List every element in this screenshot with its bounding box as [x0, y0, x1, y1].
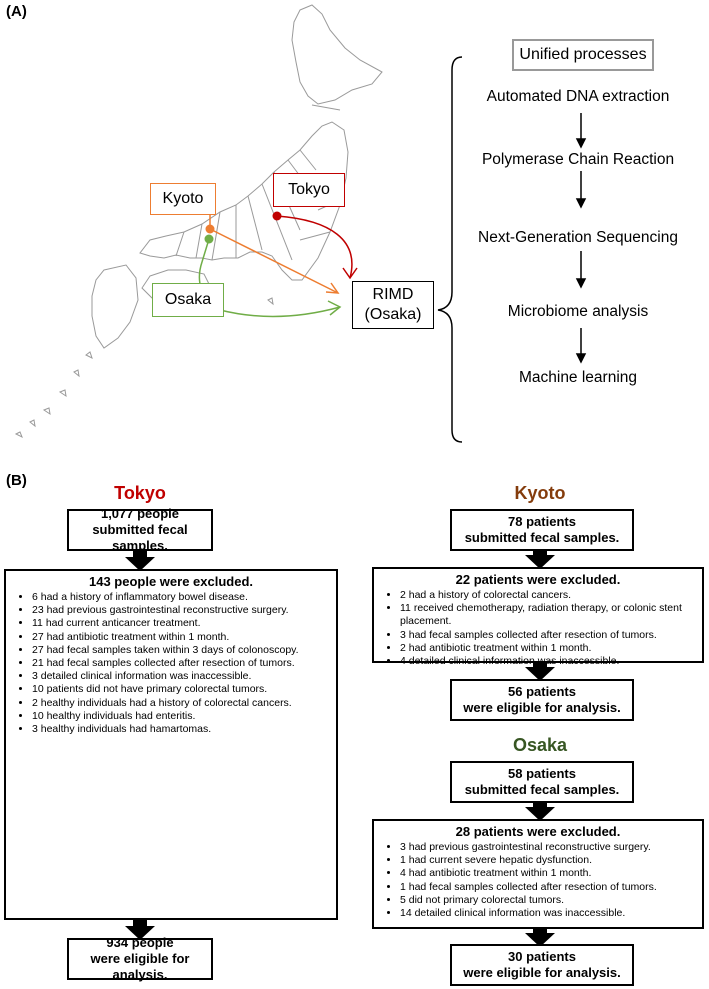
list-item: 3 had fecal samples collected after rese… [400, 629, 696, 642]
list-item: 23 had previous gastrointestinal reconst… [32, 604, 330, 617]
osaka-submitted-text: submitted fecal samples. [464, 782, 620, 797]
kyoto-arrow [209, 228, 339, 294]
osaka-eligible-box: 30 patients were eligible for analysis. [450, 944, 634, 986]
osaka-excluded-list: 3 had previous gastrointestinal reconstr… [380, 841, 696, 920]
tokyo-eligible-count: 934 people [106, 935, 174, 950]
list-item: 21 had fecal samples collected after res… [32, 657, 330, 670]
list-item: 2 had a history of colorectal cancers. [400, 589, 696, 602]
kyoto-title: Kyoto [514, 483, 566, 503]
osaka-excluded-box: 28 patients were excluded. 3 had previou… [372, 819, 704, 929]
brace [437, 56, 463, 443]
osaka-title: Osaka [512, 735, 568, 755]
kyoto-submitted-box: 78 patients submitted fecal samples. [450, 509, 634, 551]
list-item: 27 had fecal samples taken within 3 days… [32, 644, 330, 657]
list-item: 3 detailed clinical information was inac… [32, 670, 330, 683]
list-item: 1 had current severe hepatic dysfunction… [400, 854, 696, 867]
tokyo-arrow [276, 215, 353, 279]
tokyo-excluded-title: 143 people were excluded. [88, 574, 254, 589]
kyoto-excluded-list: 2 had a history of colorectal cancers. 1… [380, 589, 696, 668]
list-item: 11 had current anticancer treatment. [32, 617, 330, 630]
list-item: 2 healthy individuals had a history of c… [32, 697, 330, 710]
step-machine-learning: Machine learning [518, 369, 638, 386]
list-item: 3 healthy individuals had hamartomas. [32, 723, 330, 736]
list-item: 1 had fecal samples collected after rese… [400, 881, 696, 894]
panel-a-label: (A) [6, 3, 27, 20]
panel-b-label: (B) [6, 472, 27, 489]
tokyo-submitted-text: submitted fecal samples. [92, 522, 188, 553]
kyoto-excluded-box: 22 patients were excluded. 2 had a histo… [372, 567, 704, 667]
step-dna-extraction: Automated DNA extraction [486, 88, 670, 105]
list-item: 2 had antibiotic treatment within 1 mont… [400, 642, 696, 655]
list-item: 3 had previous gastrointestinal reconstr… [400, 841, 696, 854]
list-item: 5 did not primary colorectal tumors. [400, 894, 696, 907]
list-item: 10 patients did not have primary colorec… [32, 683, 330, 696]
kyoto-excluded-title: 22 patients were excluded. [455, 572, 621, 587]
kyoto-eligible-count: 56 patients [508, 684, 576, 699]
rimd-name: RIMD [372, 286, 414, 303]
tokyo-submitted-box: 1,077 people submitted fecal samples. [67, 506, 213, 553]
rimd-location: (Osaka) [364, 306, 422, 323]
osaka-label-box: Osaka [152, 283, 224, 317]
step-ngs: Next-Generation Sequencing [478, 229, 678, 246]
osaka-submitted-count: 58 patients [508, 766, 576, 781]
tokyo-excluded-box: 143 people were excluded. 6 had a histor… [4, 569, 338, 920]
list-item: 27 had antibiotic treatment within 1 mon… [32, 631, 330, 644]
osaka-eligible-count: 30 patients [508, 949, 576, 964]
list-item: 6 had a history of inflammatory bowel di… [32, 591, 330, 604]
kyoto-submitted-text: submitted fecal samples. [464, 530, 620, 545]
tokyo-submitted-count: 1,077 people [100, 506, 180, 521]
kyoto-submitted-count: 78 patients [508, 514, 576, 529]
list-item: 4 had antibiotic treatment within 1 mont… [400, 867, 696, 880]
osaka-excluded-title: 28 patients were excluded. [455, 824, 621, 839]
unified-processes-title: Unified processes [512, 39, 654, 71]
step-pcr: Polymerase Chain Reaction [481, 151, 675, 168]
tokyo-excluded-list: 6 had a history of inflammatory bowel di… [12, 591, 330, 736]
osaka-arrow [198, 238, 341, 318]
kyoto-eligible-box: 56 patients were eligible for analysis. [450, 679, 634, 721]
list-item: 14 detailed clinical information was ina… [400, 907, 696, 920]
tokyo-label-box: Tokyo [273, 173, 345, 207]
osaka-submitted-box: 58 patients submitted fecal samples. [450, 761, 634, 803]
rimd-box: RIMD (Osaka) [352, 281, 434, 329]
step-microbiome-analysis: Microbiome analysis [507, 303, 649, 320]
tokyo-eligible-box: 934 people were eligible for analysis. [67, 935, 213, 982]
osaka-eligible-text: were eligible for analysis. [463, 965, 621, 980]
kyoto-eligible-text: were eligible for analysis. [463, 700, 621, 715]
tokyo-title: Tokyo [114, 483, 166, 503]
kyoto-label-box: Kyoto [150, 183, 216, 215]
list-item: 4 detailed clinical information was inac… [400, 655, 696, 668]
list-item: 10 healthy individuals had enteritis. [32, 710, 330, 723]
tokyo-eligible-text: were eligible for analysis. [90, 951, 190, 982]
list-item: 11 received chemotherapy, radiation ther… [400, 602, 696, 628]
